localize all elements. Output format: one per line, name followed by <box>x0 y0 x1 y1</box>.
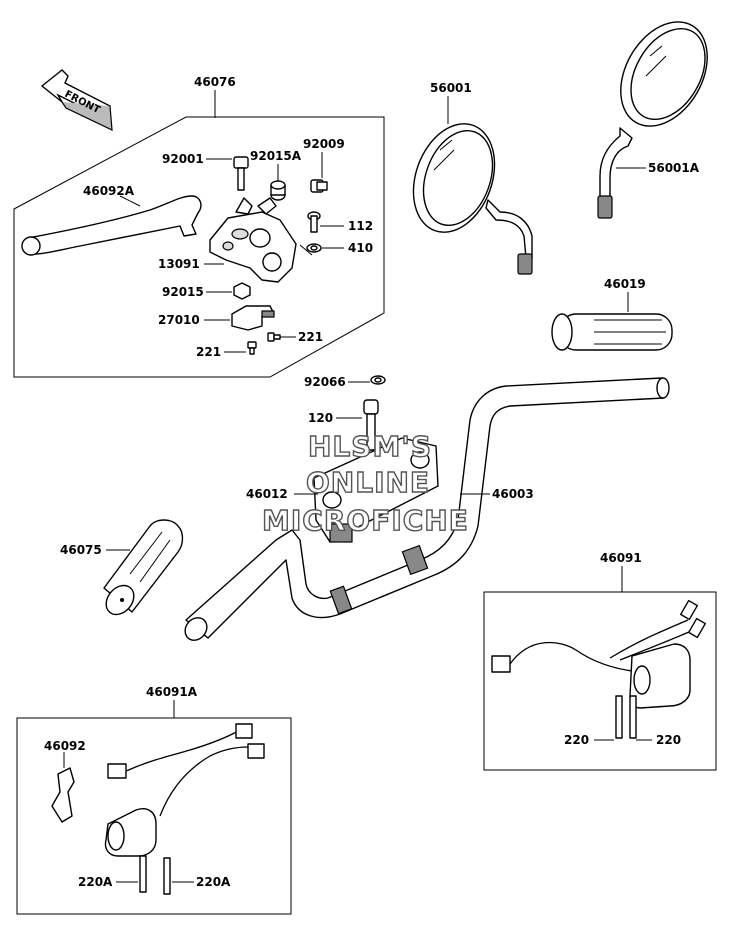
part-92001-label: 92001 <box>162 152 204 166</box>
part-46012-label: 46012 <box>246 487 288 501</box>
holder-46012 <box>313 437 439 543</box>
part-56001-label: 56001 <box>430 81 472 95</box>
handlebar-46003 <box>184 377 670 641</box>
screw-221a <box>267 332 281 342</box>
watermark-line3: MICROFICHE <box>262 504 469 537</box>
switch-46091A <box>104 723 265 895</box>
part-92015-label: 92015 <box>162 285 204 299</box>
part-46003-label: 46003 <box>492 487 534 501</box>
mirror-56001A <box>597 21 708 219</box>
part-13091-label: 13091 <box>158 257 200 271</box>
lever-assembly-box <box>13 116 385 378</box>
part-27010-label: 27010 <box>158 313 200 327</box>
nut-92015A <box>270 180 286 201</box>
part-410-label: 410 <box>348 241 373 255</box>
grip-46019 <box>551 313 673 351</box>
screw-92009 <box>310 179 328 193</box>
brake-lever <box>21 195 202 256</box>
part-92009-label: 92009 <box>303 137 345 151</box>
part-120-label: 120 <box>308 411 333 425</box>
grip-46075 <box>103 519 184 616</box>
part-46092-label: 46092 <box>44 739 86 753</box>
part-46019-label: 46019 <box>604 277 646 291</box>
switch-46091-box <box>483 591 717 771</box>
screw-221b <box>247 341 257 355</box>
part-56001A-label: 56001A <box>648 161 700 175</box>
part-46091A-label: 46091A <box>146 685 198 699</box>
part-46076-label: 46076 <box>194 75 236 89</box>
washer-410 <box>306 243 322 253</box>
part-46092A-label: 46092A <box>83 184 135 198</box>
part-46092-item <box>51 767 75 823</box>
watermark-line1: HLSM'S <box>308 430 432 463</box>
switch-27010 <box>231 305 275 331</box>
part-92015A-label: 92015A <box>250 149 302 163</box>
part-92066-label: 92066 <box>304 375 346 389</box>
lever-holder <box>209 197 313 283</box>
part-220Aa-label: 220A <box>78 875 113 889</box>
mirror-56001 <box>412 123 533 275</box>
watermark-line2: ONLINE <box>306 466 430 499</box>
bolt-120 <box>363 399 379 451</box>
switch-46091 <box>491 599 707 739</box>
bolt-112 <box>307 211 321 233</box>
part-221b-label: 221 <box>196 345 221 359</box>
bolt-92001 <box>233 156 249 191</box>
front-arrow: FRONT <box>40 69 113 131</box>
nut-92015 <box>233 282 251 300</box>
part-220b-label: 220 <box>656 733 681 747</box>
part-220a-label: 220 <box>564 733 589 747</box>
part-220Ab-label: 220A <box>196 875 231 889</box>
washer-92066 <box>370 375 386 385</box>
part-112-label: 112 <box>348 219 373 233</box>
part-46091-label: 46091 <box>600 551 642 565</box>
part-221a-label: 221 <box>298 330 323 344</box>
switch-46091A-box <box>16 717 292 915</box>
watermark: HLSM'S ONLINE MICROFICHE <box>261 429 469 537</box>
part-46075-label: 46075 <box>60 543 102 557</box>
